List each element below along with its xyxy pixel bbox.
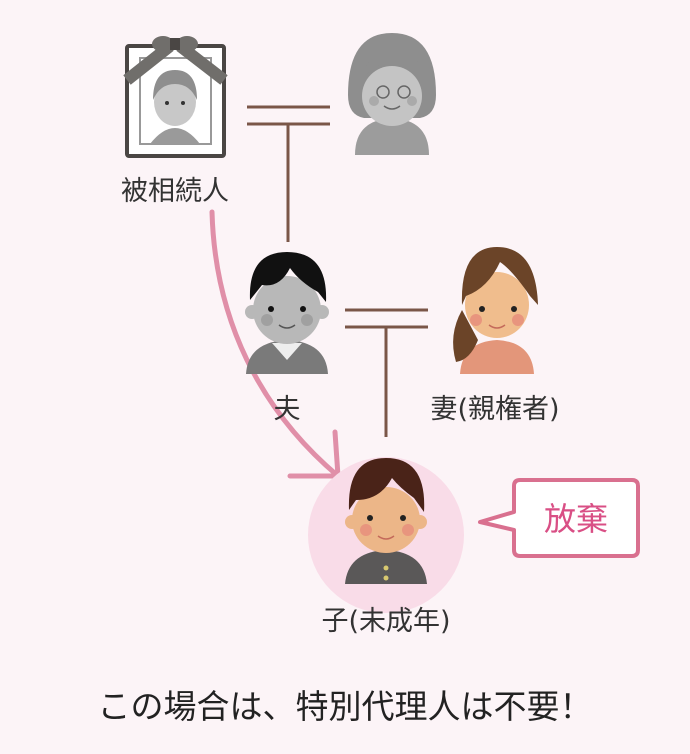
renunciation-bubble: 放棄: [478, 478, 640, 558]
husband-label: 夫: [274, 394, 301, 425]
grandmother-icon: [348, 33, 436, 155]
husband-icon: [245, 252, 329, 374]
deceased-label: 被相続人: [121, 176, 229, 207]
footer-note: この場合は、特別代理人は不要！: [98, 687, 593, 726]
marriage-line-parents: [345, 308, 428, 437]
wife-icon: [453, 247, 538, 374]
child-icon: [308, 457, 464, 613]
child-label: 子(未成年): [321, 606, 450, 637]
deceased-portrait-icon: [123, 36, 228, 158]
renunciation-text: 放棄: [544, 500, 608, 538]
wife-label: 妻(親権者): [430, 394, 559, 425]
marriage-line-grandparents: [247, 105, 330, 242]
